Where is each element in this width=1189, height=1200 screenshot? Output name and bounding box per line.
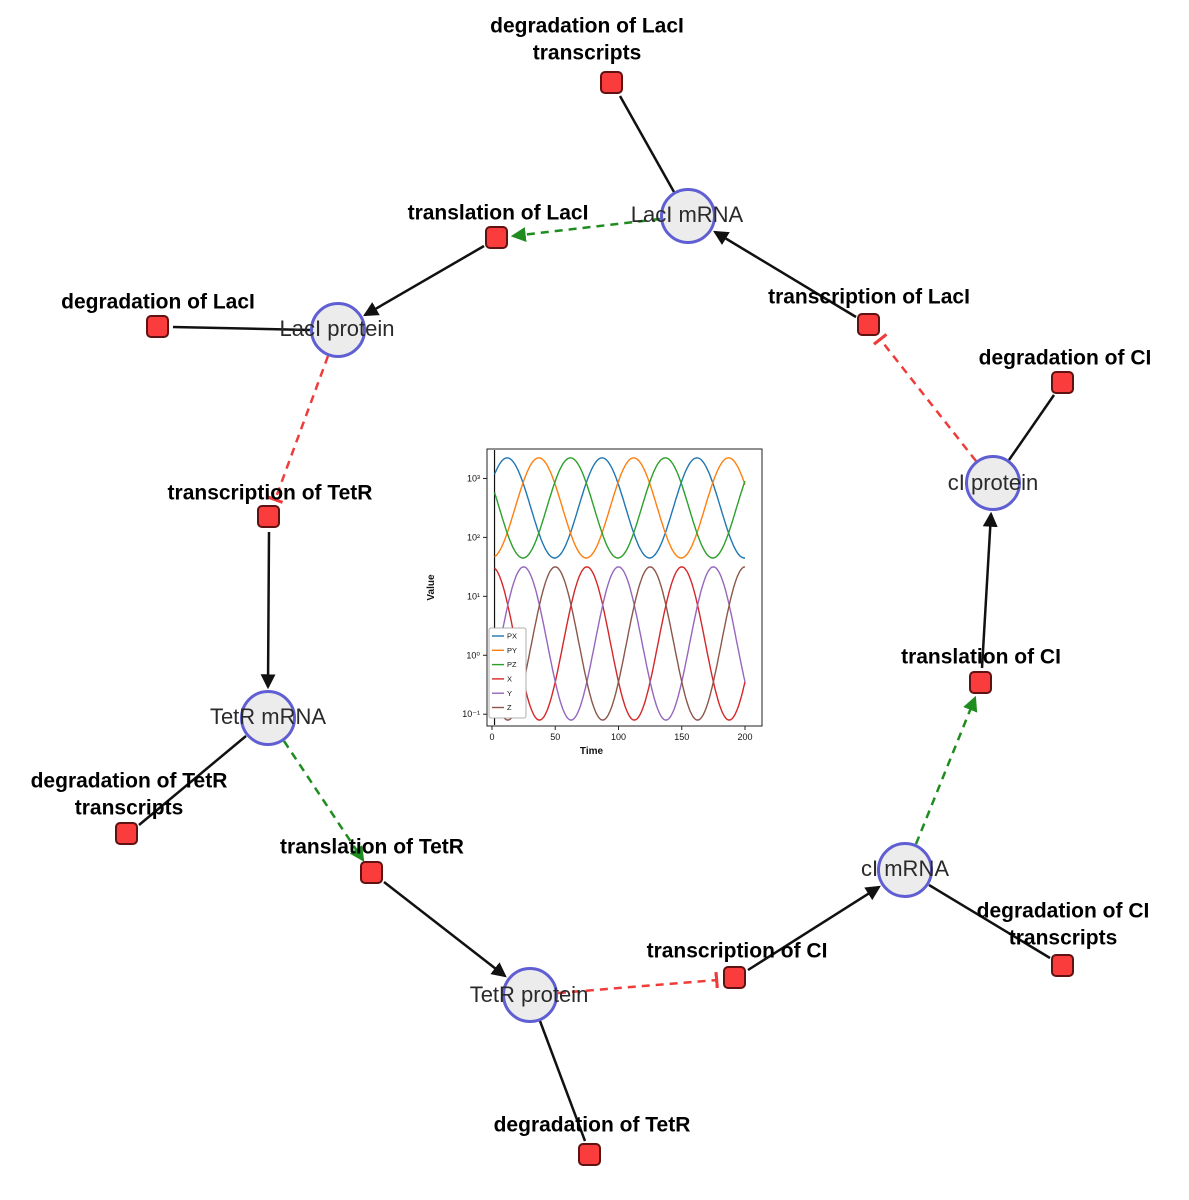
- edge-laci-protein-degradation: [172, 325, 311, 332]
- edge-tetr-mrna-degradation: [138, 735, 247, 826]
- reaction-node-degradation-tetr-transcripts[interactable]: [115, 822, 138, 845]
- species-node-ci-protein[interactable]: [965, 455, 1021, 511]
- reaction-node-degradation-laci-transcripts[interactable]: [600, 71, 623, 94]
- reaction-label-transcription-laci: transcription of LacI: [768, 285, 970, 309]
- svg-text:10⁰: 10⁰: [466, 650, 480, 660]
- species-label-tetr-protein: TetR protein: [469, 982, 589, 1007]
- edge-ci-protein-degradation: [1007, 394, 1056, 461]
- edge-transcription-tetr-product: [260, 531, 276, 690]
- svg-text:Value: Value: [426, 574, 437, 601]
- species-label-tetr-mrna: TetR mRNA: [209, 704, 327, 729]
- reaction-label-transcription-ci: transcription of CI: [646, 939, 828, 963]
- reaction-label-translation-tetr: translation of TetR: [280, 835, 464, 859]
- reaction-node-translation-ci[interactable]: [969, 671, 992, 694]
- svg-text:150: 150: [674, 732, 689, 742]
- species-label-laci-mrna: LacI mRNA: [630, 202, 744, 227]
- reaction-node-degradation-ci-transcripts[interactable]: [1051, 954, 1074, 977]
- reaction-label-translation-laci: translation of LacI: [407, 201, 589, 225]
- species-node-tetr-protein[interactable]: [502, 967, 558, 1023]
- edge-tetr-protein-degradation: [538, 1020, 587, 1142]
- svg-text:X: X: [507, 675, 512, 684]
- svg-text:Y: Y: [507, 689, 512, 698]
- svg-text:10²: 10²: [467, 532, 480, 542]
- reaction-node-degradation-ci[interactable]: [1051, 371, 1074, 394]
- svg-text:100: 100: [611, 732, 626, 742]
- svg-text:10¹: 10¹: [467, 591, 480, 601]
- reaction-label-degradation-laci: degradation of LacI: [61, 290, 255, 314]
- edge-laci-mrna-degradation: [618, 95, 676, 193]
- svg-text:50: 50: [550, 732, 560, 742]
- edge-laci-mrna-modifier: [510, 217, 661, 242]
- svg-text:PX: PX: [507, 632, 517, 641]
- svg-text:200: 200: [737, 732, 752, 742]
- species-node-laci-protein[interactable]: [310, 302, 366, 358]
- edge-ci-mrna-degradation: [928, 883, 1051, 960]
- reaction-label-degradation-ci-transcripts: degradation of CI transcripts: [976, 899, 1150, 950]
- species-node-ci-mrna[interactable]: [877, 842, 933, 898]
- species-node-laci-mrna[interactable]: [660, 188, 716, 244]
- svg-text:Z: Z: [507, 703, 512, 712]
- edge-translation-ci-product: [980, 511, 998, 669]
- edge-tetr-mrna-modifier: [282, 740, 365, 862]
- edge-transcription-laci-product: [713, 230, 857, 319]
- svg-text:PY: PY: [507, 646, 517, 655]
- species-node-tetr-mrna[interactable]: [240, 690, 296, 746]
- svg-text:Time: Time: [580, 746, 604, 757]
- reaction-node-transcription-ci[interactable]: [723, 966, 746, 989]
- reaction-node-translation-laci[interactable]: [485, 226, 508, 249]
- reaction-node-degradation-tetr[interactable]: [578, 1143, 601, 1166]
- svg-text:0: 0: [489, 732, 494, 742]
- species-label-ci-mrna: cI mRNA: [861, 856, 949, 881]
- edge-transcription-ci-product: [747, 885, 881, 972]
- reaction-label-degradation-tetr: degradation of TetR: [493, 1113, 691, 1137]
- reaction-label-degradation-ci: degradation of CI: [978, 346, 1152, 370]
- reaction-label-degradation-tetr-transcripts: degradation of TetR transcripts: [30, 769, 228, 820]
- reaction-node-transcription-tetr[interactable]: [257, 505, 280, 528]
- svg-text:PZ: PZ: [507, 660, 517, 669]
- reaction-node-translation-tetr[interactable]: [360, 861, 383, 884]
- svg-text:10⁻¹: 10⁻¹: [462, 709, 480, 719]
- species-label-ci-protein: cI protein: [947, 470, 1039, 495]
- edge-tetr-protein-inhibits-transcription-ci: [557, 971, 719, 995]
- edge-translation-laci-product: [363, 244, 485, 317]
- reaction-node-degradation-laci[interactable]: [146, 315, 169, 338]
- edge-translation-tetr-product: [383, 881, 507, 978]
- edge-ci-protein-inhibits-transcription-laci: [872, 333, 977, 462]
- svg-text:10³: 10³: [467, 473, 480, 483]
- reaction-node-transcription-laci[interactable]: [857, 313, 880, 336]
- reaction-label-degradation-laci-transcripts: degradation of LacI transcripts: [490, 14, 684, 65]
- edge-laci-protein-inhibits-transcription-tetr: [267, 355, 330, 504]
- edge-ci-mrna-modifier: [914, 695, 978, 845]
- species-label-laci-protein: LacI protein: [279, 316, 395, 341]
- reaction-label-transcription-tetr: transcription of TetR: [167, 481, 373, 505]
- reaction-label-translation-ci: translation of CI: [901, 645, 1061, 669]
